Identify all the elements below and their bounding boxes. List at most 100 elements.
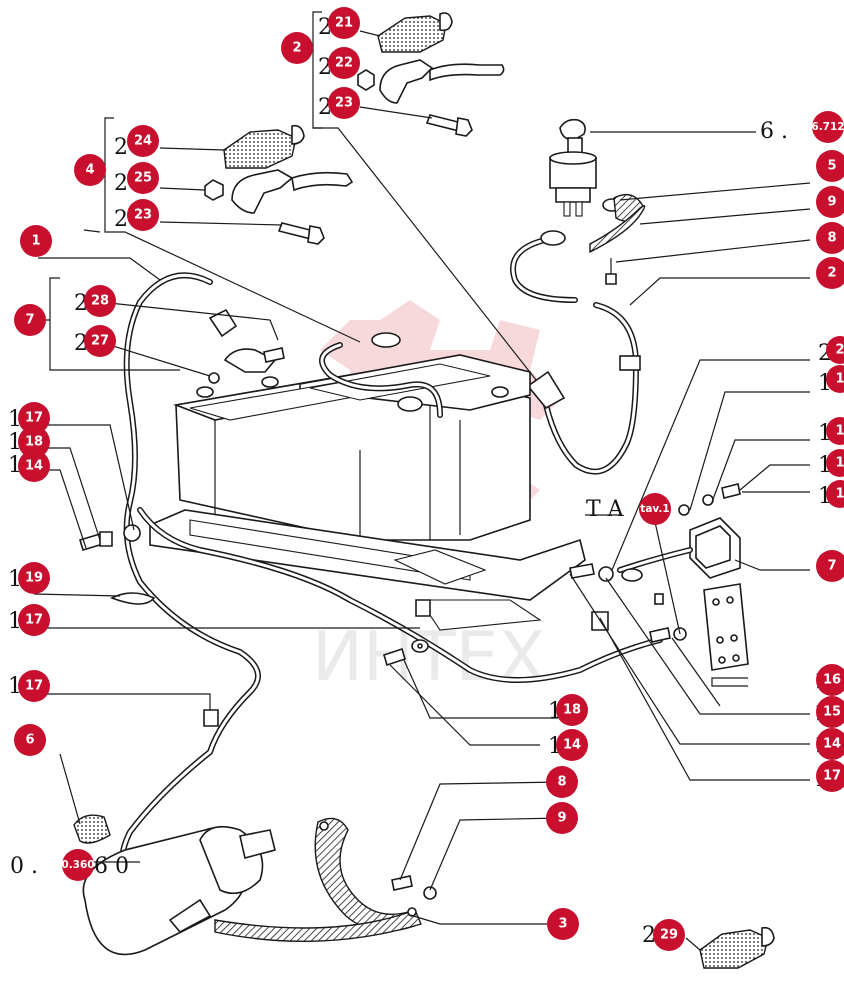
svg-text:24: 24 — [134, 134, 152, 149]
svg-text:14: 14 — [25, 459, 43, 474]
badge-24[interactable]: 24 — [127, 125, 159, 157]
leader-9-right — [639, 208, 811, 225]
terminal-group-4: 2 2 2 — [90, 117, 361, 343]
leader-24 — [159, 147, 225, 151]
label-6-0: 6 0 — [94, 854, 129, 879]
badge-28[interactable]: 28 — [84, 285, 116, 317]
svg-text:tav.1: tav.1 — [640, 503, 669, 515]
badge-9-bottom[interactable]: 9 — [546, 802, 578, 834]
badge-19[interactable]: 19 — [18, 562, 50, 594]
badge-17-c[interactable]: 17 — [18, 670, 50, 702]
svg-text:27: 27 — [91, 334, 109, 349]
svg-text:2: 2 — [292, 41, 301, 56]
badge-1-r1[interactable]: 1 — [826, 365, 844, 393]
badge-9-right[interactable]: 9 — [816, 186, 844, 218]
label-0-dot: 0 . — [10, 854, 38, 879]
mounting-plate-16 — [703, 583, 749, 671]
svg-text:19: 19 — [25, 571, 43, 586]
badge-2-top[interactable]: 2 — [281, 32, 313, 64]
badge-1-r3[interactable]: 1 — [826, 449, 844, 477]
badge-2-right[interactable]: 2 — [816, 257, 844, 289]
svg-text:22: 22 — [335, 56, 353, 71]
label-2-23b: 2 — [114, 207, 128, 232]
leader-23a — [359, 106, 433, 119]
strap-9-right — [589, 205, 811, 254]
badge-4[interactable]: 4 — [74, 154, 106, 186]
badge-23-top[interactable]: 23 — [328, 87, 360, 119]
svg-text:0.360: 0.360 — [61, 859, 94, 871]
badge-tav-1[interactable]: tav.1 — [639, 493, 671, 525]
svg-text:18: 18 — [563, 703, 581, 718]
badge-14-middle[interactable]: 14 — [556, 729, 588, 761]
connector-7-right — [617, 517, 741, 582]
callout-badges: 1 2 2 3 4 5 6 7 7 8 8 9 9 14 14 14 15 16… — [14, 7, 844, 951]
badge-18-middle[interactable]: 18 — [556, 694, 588, 726]
badge-14-left[interactable]: 14 — [18, 450, 50, 482]
svg-text:1: 1 — [31, 234, 40, 249]
svg-text:17: 17 — [25, 679, 43, 694]
badge-18-left[interactable]: 18 — [18, 426, 50, 458]
badge-2-right-top[interactable]: 2 — [826, 336, 844, 364]
badge-23-left[interactable]: 23 — [127, 199, 159, 231]
cable-2-right — [510, 230, 810, 475]
watermark-text: ИНТЕХ — [312, 618, 545, 697]
battery-switch — [549, 118, 756, 217]
svg-text:9: 9 — [557, 811, 566, 826]
svg-text:2: 2 — [835, 343, 844, 358]
svg-text:1: 1 — [835, 487, 844, 502]
ground-strap-3 — [214, 817, 437, 942]
svg-text:16: 16 — [823, 673, 841, 688]
svg-text:17: 17 — [823, 769, 841, 784]
badge-16[interactable]: 16 — [816, 664, 844, 696]
badge-0-360[interactable]: 0.360 — [61, 849, 95, 881]
battery-clamp-22 — [357, 59, 505, 104]
svg-text:7: 7 — [25, 313, 34, 328]
svg-text:8: 8 — [827, 231, 836, 246]
svg-text:1: 1 — [835, 372, 844, 387]
svg-text:9: 9 — [827, 195, 836, 210]
badge-17-a[interactable]: 17 — [18, 402, 50, 434]
svg-text:23: 23 — [335, 96, 353, 111]
rubber-cap-6 — [73, 814, 111, 844]
svg-text:1: 1 — [835, 456, 844, 471]
badge-22[interactable]: 22 — [328, 47, 360, 79]
svg-text:14: 14 — [823, 737, 841, 752]
badge-1[interactable]: 1 — [20, 225, 52, 257]
leader-5 — [619, 182, 811, 201]
badge-17-d[interactable]: 17 — [816, 760, 844, 792]
badge-1-r2[interactable]: 1 — [826, 417, 844, 445]
leader-21 — [359, 30, 381, 37]
badge-25[interactable]: 25 — [127, 162, 159, 194]
badge-6-712[interactable]: 6.712 — [811, 111, 844, 143]
leader-2-right — [629, 277, 810, 306]
badge-8-bottom[interactable]: 8 — [546, 766, 578, 798]
badge-17-b[interactable]: 17 — [18, 604, 50, 636]
svg-text:29: 29 — [660, 928, 678, 943]
badge-1-r4[interactable]: 1 — [826, 480, 844, 508]
label-2-29: 2 — [642, 923, 656, 948]
battery-pair — [149, 354, 586, 631]
badge-8-right[interactable]: 8 — [816, 222, 844, 254]
badge-15[interactable]: 15 — [816, 696, 844, 728]
left-cable-harness — [79, 272, 663, 887]
bolt-23b — [277, 222, 325, 245]
label-2-25: 2 — [114, 171, 128, 196]
battery-clamp-25 — [204, 169, 354, 214]
bolt-23a — [425, 114, 473, 137]
badge-14-right[interactable]: 14 — [816, 728, 844, 760]
terminal-group-2: 2 2 2 — [297, 11, 541, 386]
badge-3[interactable]: 3 — [547, 908, 579, 940]
svg-text:1: 1 — [835, 424, 844, 439]
badge-7-left[interactable]: 7 — [14, 304, 46, 336]
badge-6[interactable]: 6 — [14, 724, 46, 756]
svg-text:21: 21 — [335, 16, 353, 31]
badge-21[interactable]: 21 — [328, 7, 360, 39]
badge-27[interactable]: 27 — [84, 325, 116, 357]
svg-text:15: 15 — [823, 705, 841, 720]
terminal-cover-29 — [685, 926, 775, 969]
badge-29[interactable]: 29 — [653, 919, 685, 951]
badge-7-right[interactable]: 7 — [816, 550, 844, 582]
battery-link-cable — [319, 332, 443, 418]
svg-text:6: 6 — [25, 733, 34, 748]
badge-5[interactable]: 5 — [816, 150, 844, 182]
